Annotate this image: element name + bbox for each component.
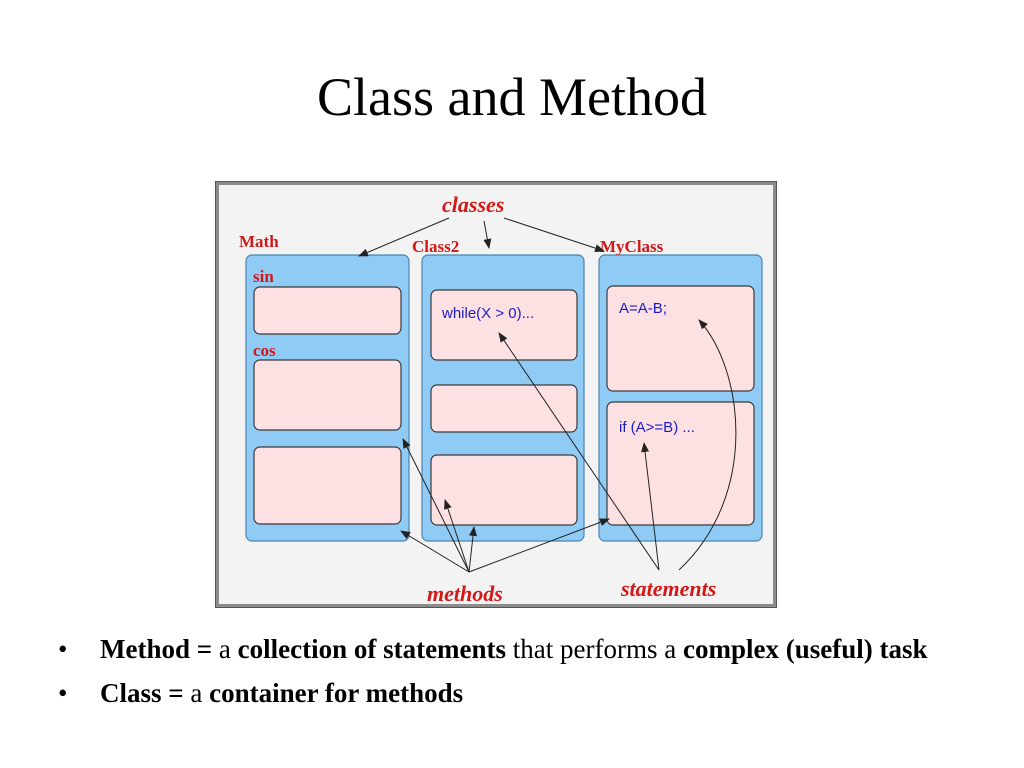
code-if-statement: if (A>=B) ... <box>619 419 695 436</box>
classes-label: classes <box>442 192 504 217</box>
bullet-text-part: that performs a <box>506 634 683 664</box>
method-box-math-3 <box>253 446 402 525</box>
statements-arrow-assign <box>678 319 737 571</box>
class-method-diagram: classes Math Class2 MyClass sin cos whil… <box>215 181 777 608</box>
statements-arrow-if <box>641 442 660 571</box>
method-box-cos <box>253 359 402 431</box>
page-title: Class and Method <box>317 67 707 127</box>
bullet-list: • Method = a collection of statements th… <box>58 630 998 718</box>
bullet-text-part: collection of statements <box>237 634 507 664</box>
statements-label: statements <box>620 576 716 601</box>
method-box-class2-2 <box>430 384 578 433</box>
method-box-class2-1 <box>430 289 578 361</box>
bullet-text-part: container for methods <box>209 678 464 708</box>
method-box-myclass-1 <box>606 285 755 392</box>
bullet-text-part: complex (useful) task <box>682 634 928 664</box>
bullet-text-part: a <box>190 678 210 708</box>
classes-arrow-class2 <box>483 220 492 249</box>
methods-label: methods <box>427 581 503 604</box>
method-label-cos: cos <box>253 341 276 360</box>
methods-arrow-class2-bottom <box>468 526 477 573</box>
diagram-svg: classes Math Class2 MyClass sin cos whil… <box>239 192 763 604</box>
code-while-loop: while(X > 0)... <box>441 305 534 322</box>
code-assign: A=A-B; <box>619 300 667 317</box>
methods-arrow-class2-3 <box>444 499 470 573</box>
method-box-myclass-2 <box>606 401 755 526</box>
bullet-dot: • <box>58 678 68 708</box>
methods-arrow-math-3 <box>402 438 470 573</box>
method-box-class2-3 <box>430 454 578 526</box>
class-label-math: Math <box>239 232 279 251</box>
methods-arrow-myclass-2 <box>468 518 610 573</box>
method-box-sin <box>253 286 402 335</box>
bullet-dot: • <box>58 634 68 664</box>
bullet-class: • Class = a container for methods <box>58 674 998 712</box>
statements-arrow-while <box>498 332 660 571</box>
methods-arrow-math-bottom <box>400 530 470 573</box>
bullet-text-part: Class = <box>100 678 191 708</box>
method-label-sin: sin <box>253 267 274 286</box>
bullet-text-part: Method = <box>100 634 219 664</box>
bullet-method: • Method = a collection of statements th… <box>58 630 998 668</box>
bullet-text-part: a <box>218 634 238 664</box>
class-label-class2: Class2 <box>412 237 459 256</box>
classes-arrow-myclass <box>503 217 605 252</box>
classes-arrow-math <box>358 217 450 257</box>
class-label-myclass: MyClass <box>600 237 664 256</box>
